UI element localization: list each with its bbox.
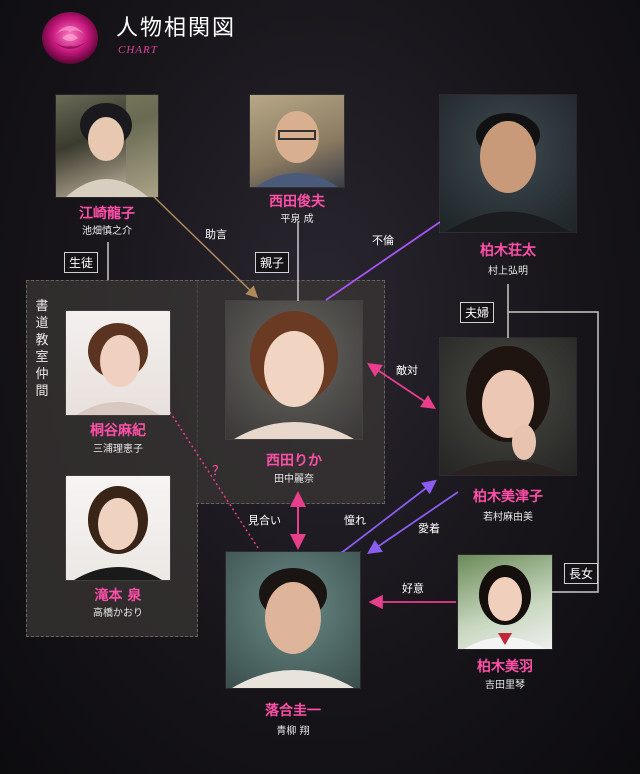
daughter-line — [508, 311, 599, 593]
portrait-kashiwagi-miu — [458, 555, 552, 649]
affair-line — [325, 221, 441, 301]
admiration-arrow — [339, 479, 437, 555]
portrait-kashiwagi-sota — [440, 95, 576, 232]
unknown-line — [169, 411, 259, 549]
rel-hostile: 敵対 — [396, 364, 418, 377]
portrait-kiritani — [66, 311, 170, 415]
rel-attachment: 愛着 — [418, 522, 440, 535]
page-subtitle: CHART — [118, 44, 158, 56]
portrait-nishida-toshio — [250, 95, 344, 187]
rel-unknown: ？ — [212, 464, 226, 479]
portrait-kashiwagi-mitsuko — [440, 338, 576, 475]
portrait-takimoto — [66, 476, 170, 580]
name-nishida-toshio: 西田俊夫 — [269, 194, 325, 210]
rel-advice: 助言 — [205, 228, 227, 241]
rel-affair: 不倫 — [372, 234, 394, 247]
portrait-ochiai — [226, 552, 360, 688]
actor-kiritani: 三浦理恵子 — [93, 444, 143, 455]
name-kashiwagi-miu: 柏木美羽 — [477, 659, 533, 675]
name-nishida-rika: 西田りか — [266, 453, 322, 469]
actor-ezaki: 池畑慎之介 — [82, 226, 132, 237]
rel-parent-child: 親子 — [255, 252, 290, 273]
actor-ochiai: 青柳 翔 — [276, 726, 310, 737]
actor-kashiwagi-mitsuko: 若村麻由美 — [483, 512, 533, 523]
rel-matchmaking: 見合い — [248, 514, 281, 527]
advice-arrow — [151, 194, 259, 299]
rel-couple: 夫婦 — [460, 302, 495, 323]
page-title: 人物相関図 — [116, 16, 237, 41]
portrait-ezaki — [56, 95, 158, 197]
hostile-arrow — [367, 363, 436, 409]
actor-takimoto: 高橋かおり — [93, 608, 143, 619]
name-kashiwagi-sota: 柏木荘太 — [480, 243, 536, 259]
actor-nishida-toshio: 平泉 成 — [280, 214, 314, 225]
rel-admiration: 憧れ — [344, 514, 366, 527]
name-kiritani: 桐谷麻紀 — [90, 423, 146, 439]
name-ezaki: 江崎龍子 — [79, 206, 135, 222]
group-label: 書道教室仲間 — [35, 299, 49, 399]
actor-kashiwagi-sota: 村上弘明 — [488, 266, 528, 277]
portrait-nishida-rika — [226, 301, 362, 439]
rose-logo-icon — [42, 12, 98, 64]
rel-eldest-daughter: 長女 — [564, 563, 599, 584]
name-takimoto: 滝本 泉 — [94, 588, 142, 604]
attachment-arrow — [367, 491, 459, 555]
actor-nishida-rika: 田中麗奈 — [274, 474, 314, 485]
rel-goodwill: 好意 — [402, 582, 424, 595]
name-kashiwagi-mitsuko: 柏木美津子 — [473, 489, 543, 505]
name-ochiai: 落合圭一 — [265, 703, 321, 719]
rel-student: 生徒 — [64, 252, 99, 273]
actor-kashiwagi-miu: 吉田里琴 — [485, 680, 525, 691]
